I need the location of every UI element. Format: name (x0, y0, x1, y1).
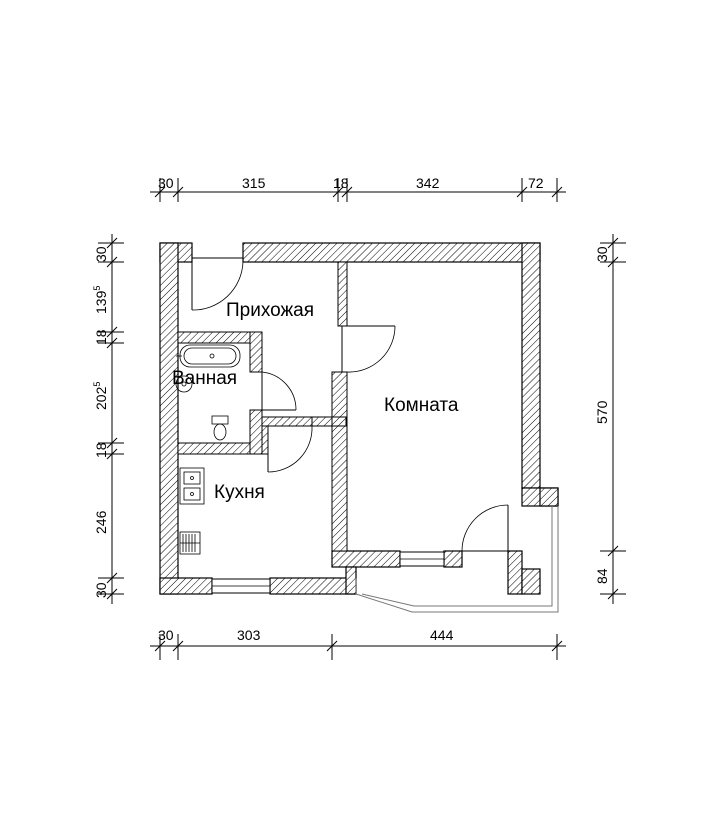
exterior-walls (159, 242, 559, 595)
dim-top-1: 30 (158, 175, 174, 191)
room-label-hallway: Прихожая (226, 300, 314, 321)
right-dimension-line (600, 234, 626, 604)
dim-right-3: 84 (594, 568, 610, 584)
dim-left-1: 30 (93, 246, 109, 262)
top-dimension-line (150, 178, 566, 202)
sink-icon (179, 467, 205, 505)
stove-icon (179, 531, 201, 555)
toilet-icon (211, 415, 229, 441)
dim-left-5: 18 (93, 442, 109, 458)
windows (211, 551, 445, 594)
room-label-kitchen: Кухня (214, 482, 265, 503)
washbasin-icon (175, 375, 193, 393)
dim-top-3: 18 (333, 175, 349, 191)
dim-top-5: 72 (528, 175, 544, 191)
dim-left-2: 1395 (92, 286, 109, 314)
dim-top-2: 315 (242, 175, 266, 191)
dim-bottom-3: 444 (430, 627, 454, 643)
room-label-room: Комната (384, 395, 459, 416)
bathtub-icon (176, 344, 241, 368)
dim-top-4: 342 (416, 175, 440, 191)
dim-right-2: 570 (594, 400, 610, 424)
dim-left-3: 18 (93, 329, 109, 345)
room-label-bathroom: Ванная (172, 368, 237, 389)
doors (191, 257, 509, 552)
dim-right-1: 30 (594, 246, 610, 262)
dim-bottom-2: 303 (237, 627, 261, 643)
bottom-dimension-line (150, 634, 566, 660)
dim-left-4: 2025 (92, 382, 109, 410)
interior-walls (177, 261, 348, 552)
dim-bottom-1: 30 (158, 627, 174, 643)
dim-left-7: 30 (93, 582, 109, 598)
dim-left-6: 246 (93, 510, 109, 534)
left-dimension-line (98, 234, 124, 604)
balcony (355, 506, 559, 613)
